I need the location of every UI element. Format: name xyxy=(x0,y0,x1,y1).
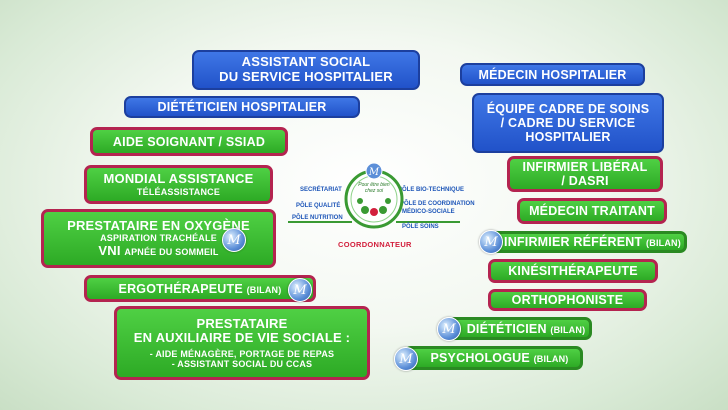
ergo-row: ERGOTHÉRAPEUTE (BILAN) xyxy=(119,282,282,296)
infirmier-referent-box: INFIRMIER RÉFÉRENT (BILAN) xyxy=(488,231,687,253)
kine-label: KINÉSITHÉRAPEUTE xyxy=(508,264,638,278)
infirmier-liberal-line2: / DASRI xyxy=(561,174,609,188)
hub-label-nutrition: PÔLE NUTRITION xyxy=(292,215,343,221)
hub-label-coordination: PÔLE DE COORDINATION xyxy=(400,201,475,207)
prestataire-item1: - AIDE MÉNAGÈRE, PORTAGE DE REPAS xyxy=(149,348,335,359)
ergotherapeute-box: ERGOTHÉRAPEUTE (BILAN) xyxy=(84,275,316,302)
dieteticien-row: DIÉTÉTICIEN (BILAN) xyxy=(455,322,586,336)
mondial-title: MONDIAL ASSISTANCE xyxy=(103,171,254,187)
assistant-social-box: ASSISTANT SOCIAL DU SERVICE HOSPITALIER xyxy=(192,50,420,90)
prestataire-title1: PRESTATAIRE xyxy=(196,315,288,331)
infirmier-referent-row: INFIRMIER RÉFÉRENT (BILAN) xyxy=(494,235,681,249)
hub-line-left xyxy=(288,221,352,223)
ortho-label: ORTHOPHONISTE xyxy=(511,293,624,307)
dieteticien-hospitalier-box: DIÉTÉTICIEN HOSPITALIER xyxy=(124,96,360,118)
prestataire-item2: - ASSISTANT SOCIAL DU CCAS xyxy=(171,359,313,370)
dieteticien-hospitalier-label: DIÉTÉTICIEN HOSPITALIER xyxy=(157,100,327,114)
assistant-social-line2: DU SERVICE HOSPITALIER xyxy=(219,69,393,84)
svg-text:M: M xyxy=(368,167,380,178)
dieteticien-label: DIÉTÉTICIEN xyxy=(466,321,547,336)
logo-icon: M xyxy=(288,278,312,302)
coordonnateur-label: COORDONNATEUR xyxy=(338,240,412,249)
equipe-cadre-line3: HOSPITALIER xyxy=(525,130,611,144)
hub-center-text: Pour être bien chez soi xyxy=(358,182,390,194)
psychologue-bilan: (BILAN) xyxy=(533,354,569,364)
prestataire-title2: EN AUXILIAIRE DE VIE SOCIALE : xyxy=(133,330,351,346)
infirmier-referent-label: INFIRMIER RÉFÉRENT xyxy=(504,235,643,249)
hub-icons xyxy=(357,198,391,216)
dieteticien-box: DIÉTÉTICIEN (BILAN) xyxy=(448,317,592,340)
oxygene-vni-row: VNI APNÉE DU SOMMEIL xyxy=(98,242,219,259)
equipe-cadre-line1: ÉQUIPE CADRE DE SOINS xyxy=(486,102,650,116)
medecin-traitant-box: MÉDECIN TRAITANT xyxy=(517,198,667,224)
equipe-cadre-box: ÉQUIPE CADRE DE SOINS / CADRE DU SERVICE… xyxy=(472,93,664,153)
infirmier-liberal-line1: INFIRMIER LIBÉRAL xyxy=(522,160,648,174)
oxygene-sub: ASPIRATION TRACHÉALE xyxy=(100,233,217,244)
hub-label-qualite: PÔLE QUALITÉ xyxy=(296,203,341,209)
hub-label-soins: PÔLE SOINS xyxy=(402,224,439,230)
psychologue-box: PSYCHOLOGUE (BILAN) xyxy=(404,346,583,370)
medecin-hospitalier-label: MÉDECIN HOSPITALIER xyxy=(478,67,627,82)
orthophoniste-box: ORTHOPHONISTE xyxy=(488,289,647,311)
hub-label-secretariat: SECRÉTARIAT xyxy=(300,187,342,193)
hub-label-biotech: PÔLE BIO-TECHNIQUE xyxy=(398,187,465,193)
medecin-hospitalier-box: MÉDECIN HOSPITALIER xyxy=(460,63,645,86)
dieteticien-bilan: (BILAN) xyxy=(550,324,586,335)
logo-icon: M xyxy=(394,347,418,371)
oxygene-title: PRESTATAIRE EN OXYGÈNE xyxy=(67,217,250,233)
aide-soignant-box: AIDE SOIGNANT / SSIAD xyxy=(90,127,288,156)
hub-line-right xyxy=(396,221,460,223)
logo-icon: M xyxy=(222,228,246,252)
infirmier-liberal-box: INFIRMIER LIBÉRAL / DASRI xyxy=(507,156,663,192)
ergo-label: ERGOTHÉRAPEUTE xyxy=(118,281,243,296)
hub-label-medicosociale: MÉDICO-SOCIALE xyxy=(402,209,455,215)
equipe-cadre-line2: / CADRE DU SERVICE xyxy=(500,116,636,130)
hub-circle: M xyxy=(344,163,404,229)
aide-soignant-label: AIDE SOIGNANT / SSIAD xyxy=(112,134,266,149)
psychologue-label: PSYCHOLOGUE xyxy=(430,351,530,365)
kinesitherapeute-box: KINÉSITHÉRAPEUTE xyxy=(488,259,658,283)
psychologue-row: PSYCHOLOGUE (BILAN) xyxy=(418,351,568,365)
mondial-sub: TÉLÉASSISTANCE xyxy=(136,186,221,197)
prestataire-box: PRESTATAIRE EN AUXILIAIRE DE VIE SOCIALE… xyxy=(114,306,370,380)
ergo-bilan: (BILAN) xyxy=(246,284,282,295)
oxygene-vni-sub: APNÉE DU SOMMEIL xyxy=(124,246,219,257)
logo-icon: M xyxy=(437,317,461,341)
infirmier-referent-bilan: (BILAN) xyxy=(646,238,681,248)
medecin-traitant-label: MÉDECIN TRAITANT xyxy=(529,204,655,218)
mondial-assistance-box: MONDIAL ASSISTANCE TÉLÉASSISTANCE xyxy=(84,165,273,204)
logo-icon: M xyxy=(479,230,503,254)
hub-top-logo-icon: M xyxy=(365,163,383,180)
oxygene-vni: VNI xyxy=(98,242,121,258)
assistant-social-line1: ASSISTANT SOCIAL xyxy=(241,54,371,70)
